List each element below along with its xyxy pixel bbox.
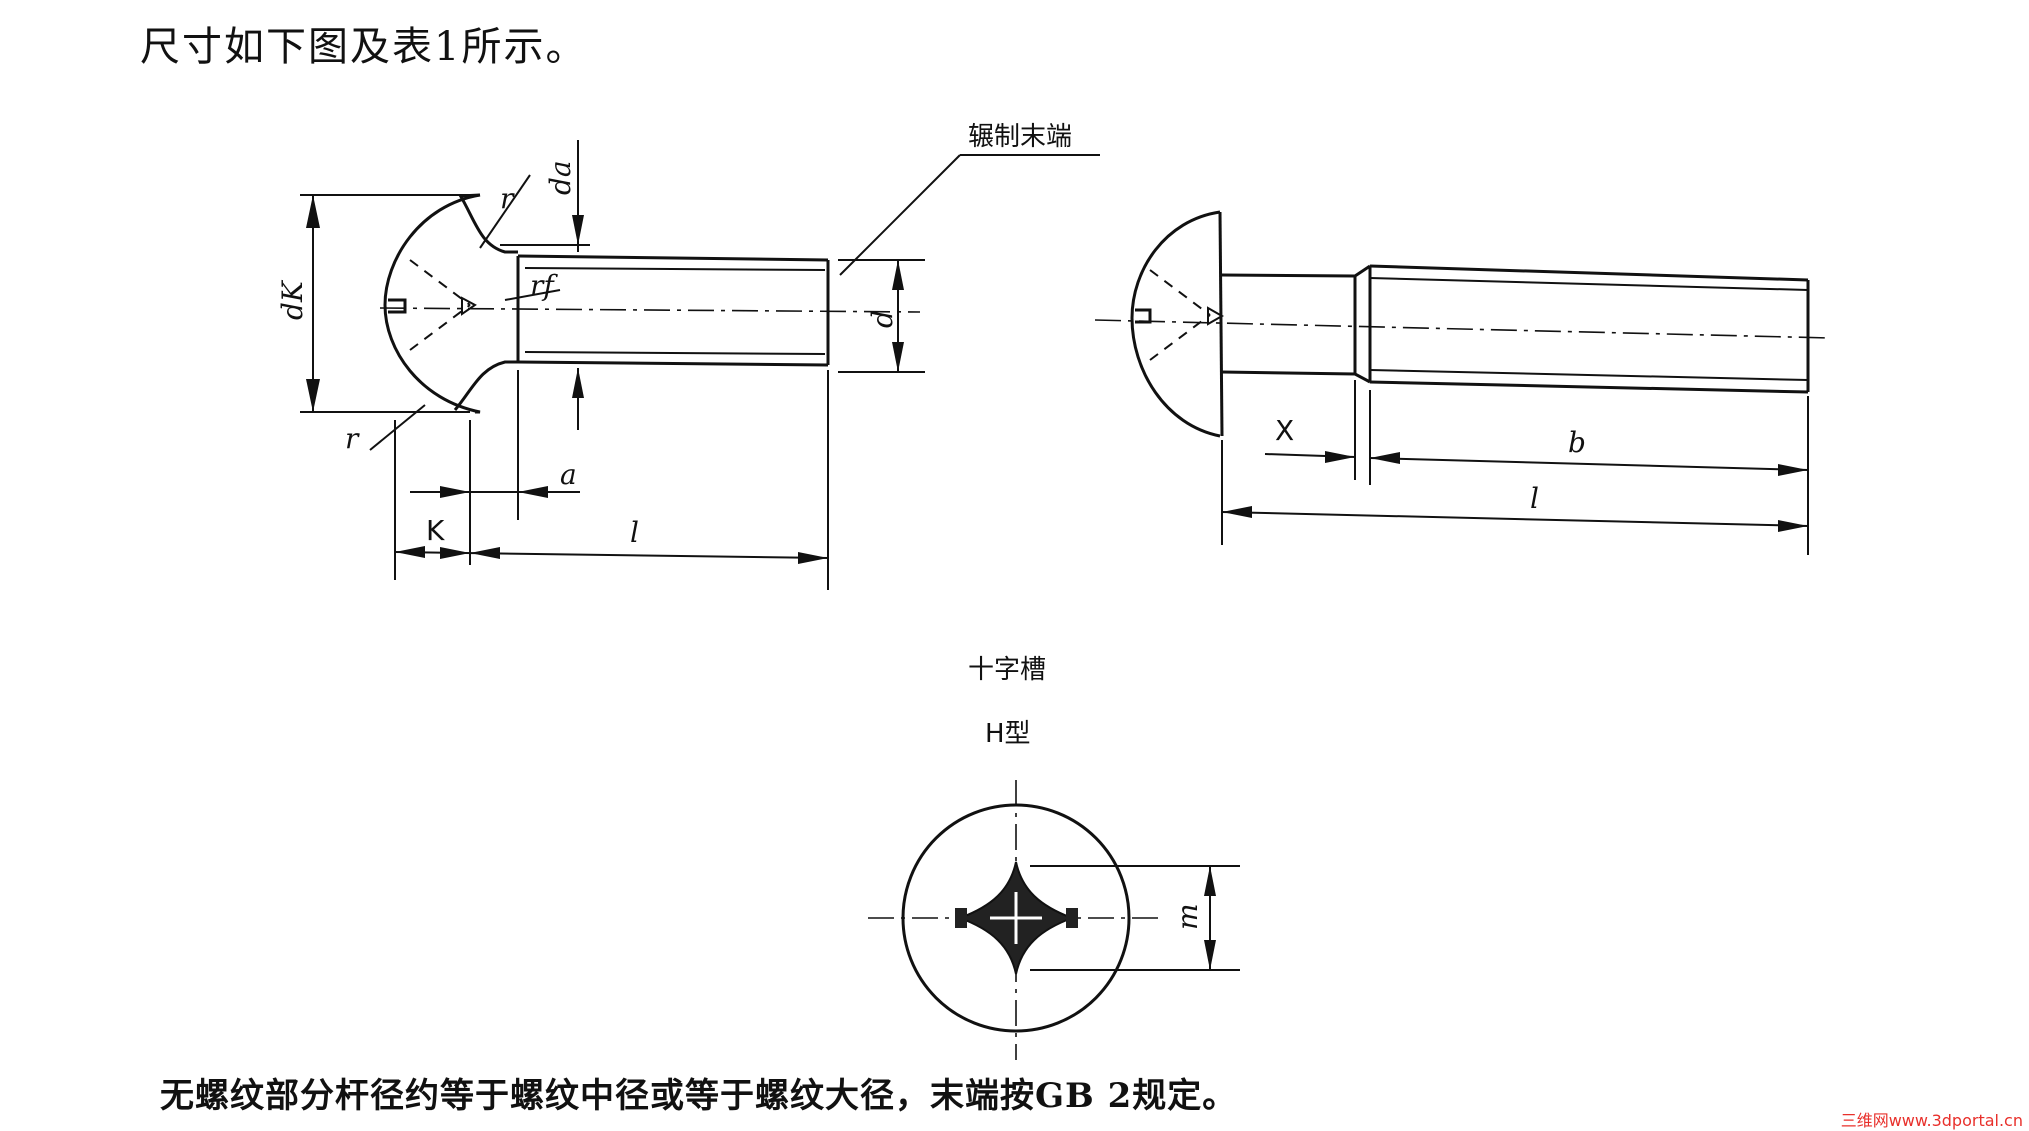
a-arrow-left xyxy=(440,486,470,498)
rf-leader xyxy=(504,289,561,301)
left-shank-bottom xyxy=(517,360,829,367)
right-screw-figure: X b l xyxy=(1094,210,1831,555)
callout-label: 辗制末端 xyxy=(968,122,1072,152)
r-top-leader xyxy=(479,174,531,249)
left-thread-root-bottom xyxy=(524,351,826,355)
right-l-dim-line xyxy=(1221,511,1809,527)
da-arrow-top xyxy=(572,215,584,245)
r-bottom-label: r xyxy=(345,422,360,455)
left-shank-top xyxy=(517,254,829,262)
rf-label: rf xyxy=(530,269,558,302)
a-arrow-right xyxy=(518,486,548,498)
right-slot xyxy=(1135,308,1152,324)
r-top-label: r xyxy=(500,182,515,215)
l-arrow-left xyxy=(470,547,500,559)
intro-text: 尺寸如下图及表1所示。 xyxy=(140,24,588,70)
left-slot xyxy=(388,298,407,314)
k-arrow-right xyxy=(440,547,470,559)
right-l-arrow-left xyxy=(1222,506,1252,518)
d-arrow-bottom xyxy=(892,342,904,372)
right-centerline xyxy=(1094,319,1831,339)
left-head-outline xyxy=(383,193,481,414)
left-recess-line-1 xyxy=(409,259,471,306)
k-arrow-left xyxy=(395,546,425,558)
x-label: X xyxy=(1275,414,1294,447)
dk-label: dK xyxy=(276,279,309,320)
left-recess-line-2 xyxy=(409,304,471,351)
l-arrow-right xyxy=(798,552,828,564)
m-arrow-bottom xyxy=(1204,940,1216,970)
m-arrow-top xyxy=(1204,866,1216,896)
left-centerline xyxy=(379,307,921,313)
footer-note: 无螺纹部分杆径约等于螺纹中径或等于螺纹大径，末端按GB 2规定。 xyxy=(160,1076,1238,1116)
left-head-underside xyxy=(453,194,518,411)
right-recess-line-1 xyxy=(1149,269,1211,316)
left-recess-tip xyxy=(461,296,477,316)
a-label: a xyxy=(560,458,577,491)
right-runout-top xyxy=(1354,264,1371,278)
left-screw-figure: dK r da rf d 辗制末端 r xyxy=(276,122,1100,590)
da-label: da xyxy=(544,160,577,195)
cross-recess-highlight xyxy=(990,892,1042,944)
dk-arrow-top xyxy=(306,195,320,228)
d-arrow-top xyxy=(892,260,904,290)
da-arrow-bottom xyxy=(572,368,584,398)
l-label-left: l xyxy=(630,516,639,549)
watermark: 三维网www.3dportal.cn xyxy=(1840,1111,2023,1130)
dk-arrow-bottom xyxy=(306,379,320,412)
right-thread-bottom xyxy=(1369,380,1809,394)
right-head-outline xyxy=(1130,210,1221,438)
right-head-face xyxy=(1218,211,1224,437)
right-thread-root-bottom xyxy=(1369,369,1809,381)
recess-wing-left xyxy=(955,908,967,928)
right-l-label: l xyxy=(1530,482,1539,515)
d-label: d xyxy=(866,310,899,328)
right-runout-bottom xyxy=(1354,372,1371,384)
cross-recess-figure: 十字槽 H型 m xyxy=(868,655,1240,1060)
right-thread-top xyxy=(1369,264,1809,282)
right-thread-root-top xyxy=(1369,277,1809,291)
b-dim-line xyxy=(1369,457,1809,471)
recess-wing-right xyxy=(1066,908,1078,928)
right-l-arrow-right xyxy=(1778,520,1808,532)
b-arrow-right xyxy=(1778,464,1808,476)
right-recess-tip xyxy=(1207,306,1225,326)
r-bottom-leader xyxy=(369,404,426,451)
m-label: m xyxy=(1171,903,1204,930)
right-plain-shank-bottom xyxy=(1221,370,1356,376)
x-arrow xyxy=(1325,451,1355,463)
k-label: K xyxy=(426,514,445,547)
b-arrow-left xyxy=(1370,452,1400,464)
caption-type: H型 xyxy=(985,719,1031,749)
b-label: b xyxy=(1568,426,1586,459)
callout-leader xyxy=(839,154,961,276)
left-thread-root-top xyxy=(524,267,826,271)
caption-slot: 十字槽 xyxy=(968,655,1046,685)
right-plain-shank-top xyxy=(1221,273,1356,278)
